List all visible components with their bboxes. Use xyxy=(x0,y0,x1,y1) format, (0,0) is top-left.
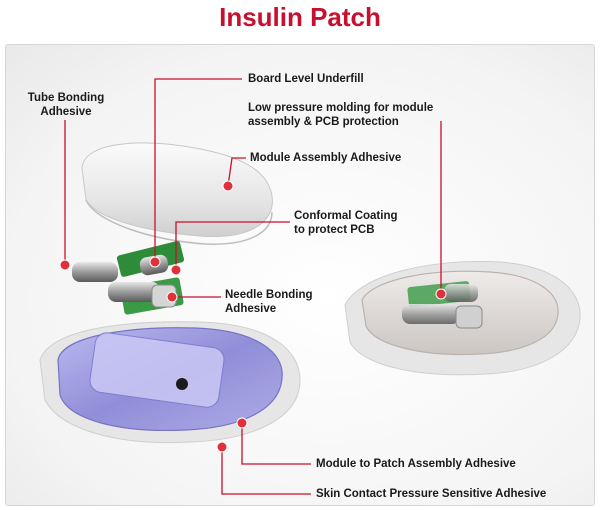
label-conformal: Conformal Coating to protect PCB xyxy=(294,210,398,236)
dot-board-underfill xyxy=(149,256,161,268)
callout-line-module-assembly xyxy=(227,157,246,187)
dot-needle-bonding xyxy=(166,291,178,303)
diagram-title: Insulin Patch xyxy=(219,2,381,32)
callout-lines xyxy=(64,78,442,495)
needle-port xyxy=(176,378,188,390)
callout-line-module-to-patch xyxy=(241,423,311,465)
label-tube-bonding: Tube Bonding Adhesive xyxy=(27,92,105,118)
label-module-to-patch: Module to Patch Assembly Adhesive xyxy=(316,458,516,470)
label-low-pressure: Low pressure molding for module assembly… xyxy=(248,102,434,128)
base-plate-cavity xyxy=(89,332,225,408)
callout-dots xyxy=(59,180,447,453)
dot-tube-bonding xyxy=(59,259,71,271)
label-needle-bonding: Needle Bonding Adhesive xyxy=(225,289,313,315)
callout-line-skin-contact xyxy=(221,447,311,495)
callout-line-conformal xyxy=(175,221,290,270)
label-board-underfill: Board Level Underfill xyxy=(248,73,364,85)
module-lid xyxy=(81,142,273,238)
callout-line-board-underfill xyxy=(154,78,242,262)
label-skin-contact: Skin Contact Pressure Sensitive Adhesive xyxy=(316,488,547,500)
dot-skin-contact xyxy=(216,441,228,453)
electronics-module xyxy=(72,240,185,315)
dot-module-assembly xyxy=(222,180,234,192)
dot-conformal xyxy=(170,264,182,276)
dot-module-to-patch xyxy=(236,417,248,429)
label-module-assembly: Module Assembly Adhesive xyxy=(250,152,402,164)
dot-low-pressure xyxy=(435,288,447,300)
